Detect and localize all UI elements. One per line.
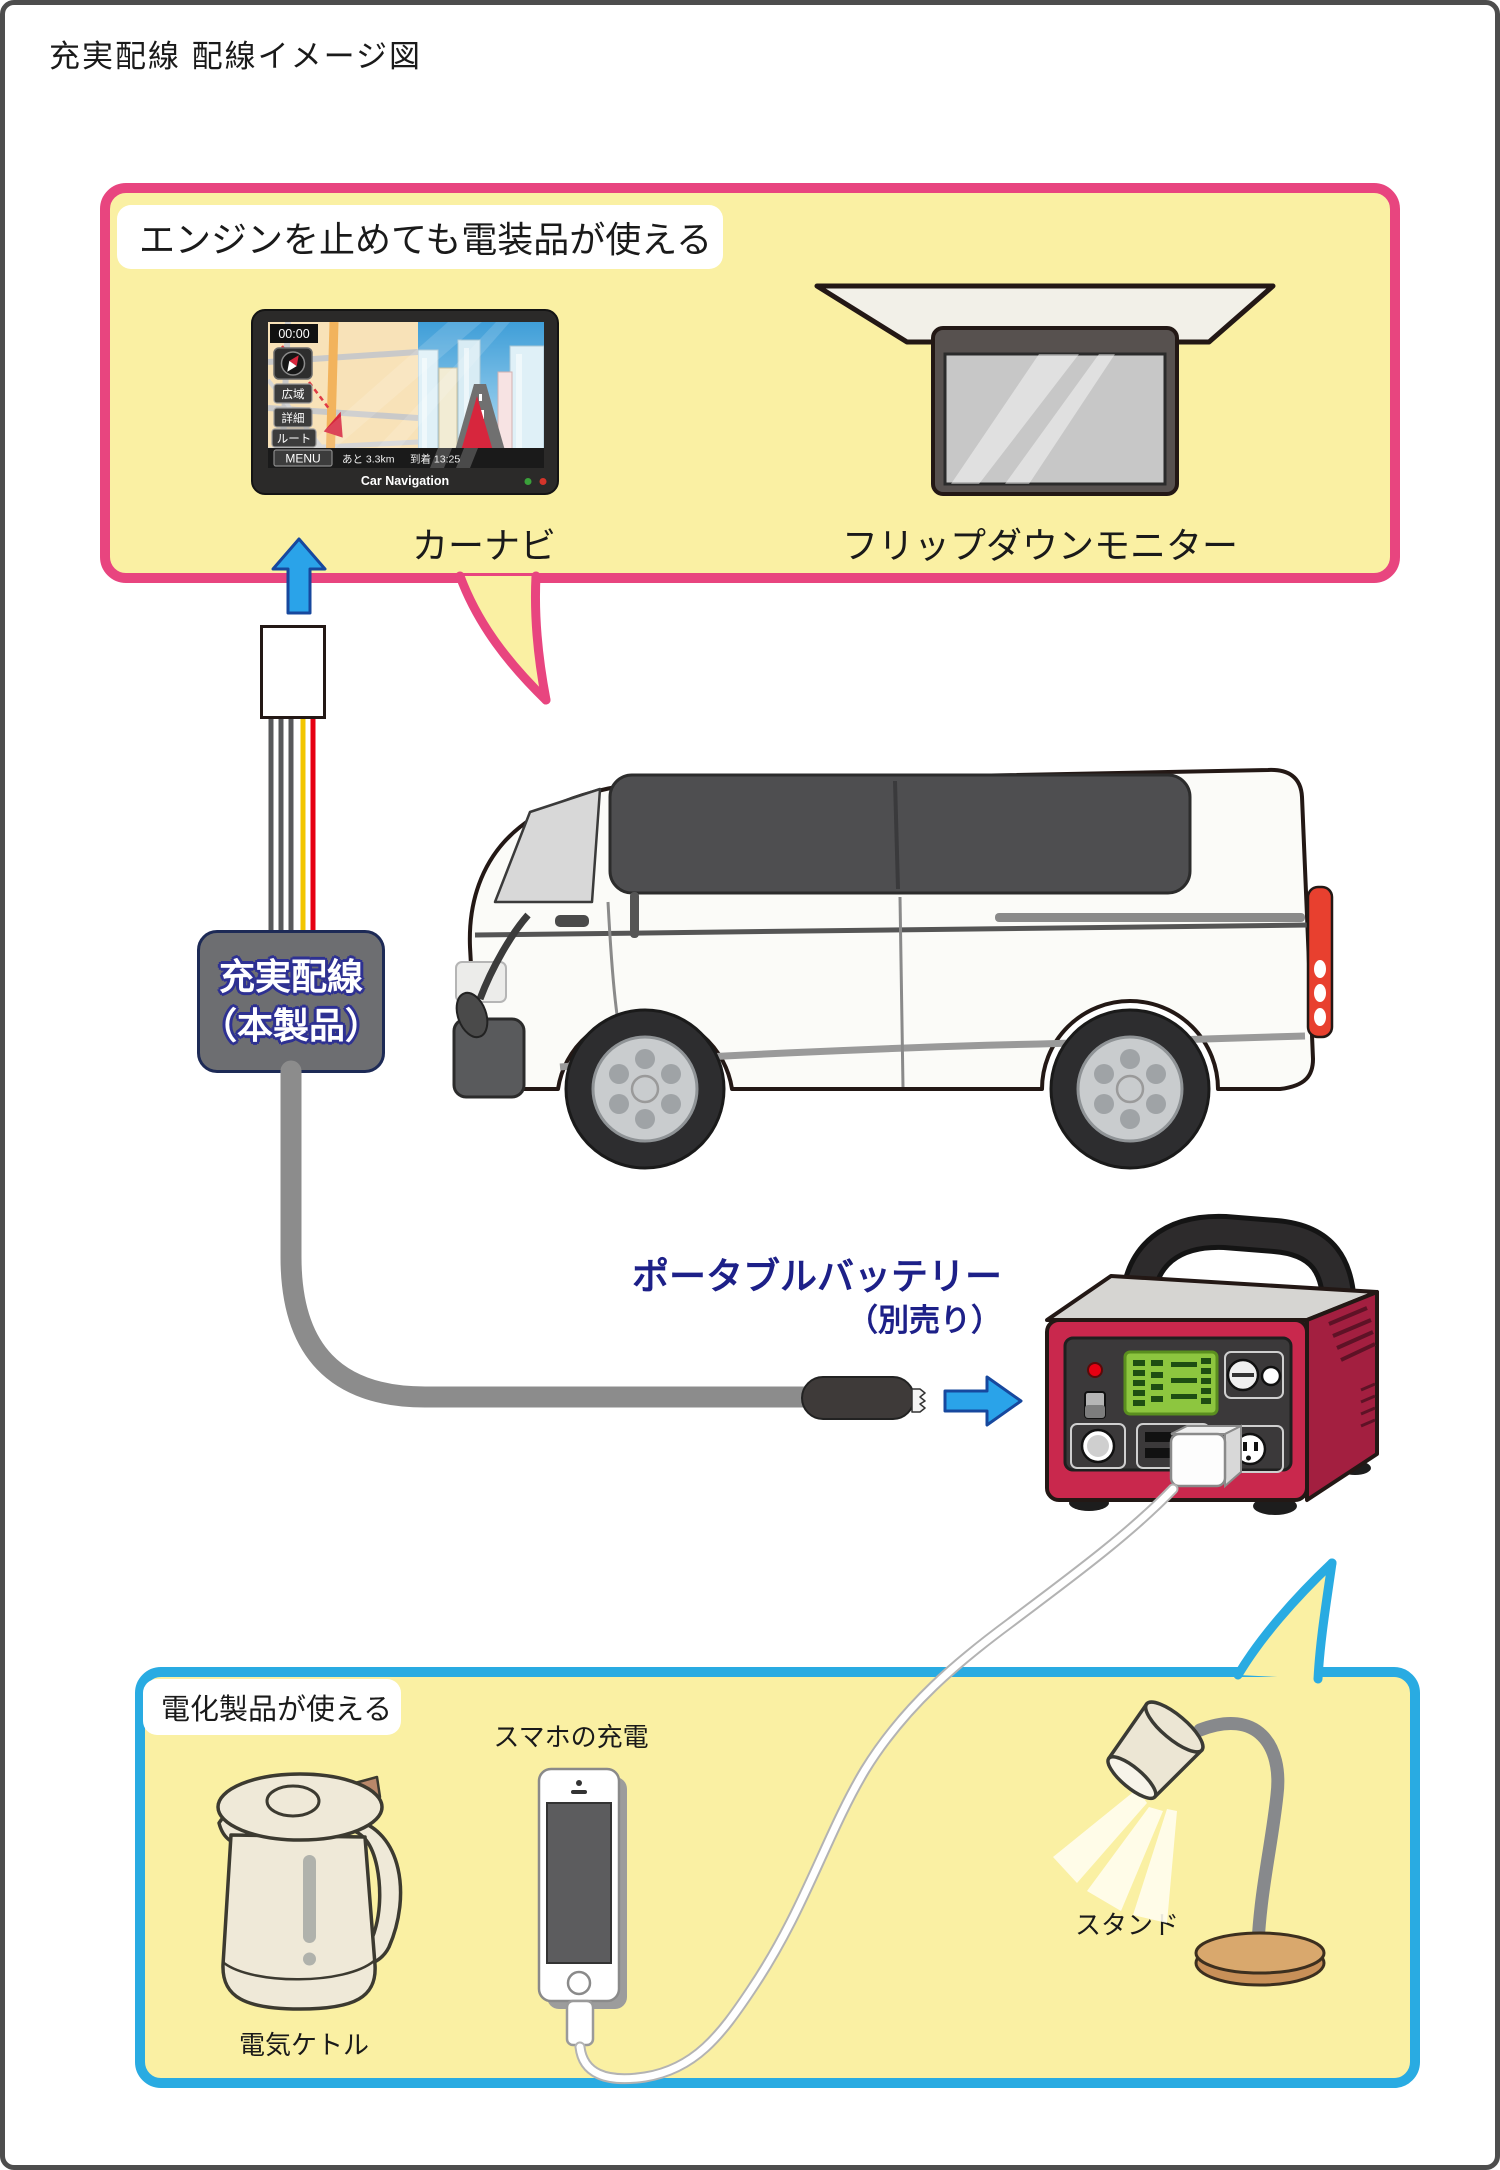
appliances-heading: 電化製品が使える bbox=[143, 1679, 401, 1735]
nav-clock: 00:00 bbox=[278, 327, 309, 341]
desk-lamp-illustration bbox=[1053, 1700, 1326, 1987]
car-nav-label: カーナビ bbox=[411, 525, 556, 566]
route-button[interactable]: ルート bbox=[271, 428, 317, 448]
svg-text:広域: 広域 bbox=[282, 388, 305, 401]
flip-down-monitor-illustration bbox=[814, 283, 1276, 496]
cigarette-plug-icon bbox=[801, 1376, 926, 1420]
battery-caption: ポータブルバッテリー （別売り） bbox=[610, 1253, 1002, 1341]
nav-led-green bbox=[524, 478, 532, 485]
battery-dials[interactable] bbox=[1224, 1351, 1284, 1399]
engine-off-heading-text: エンジンを止めても電装品が使える bbox=[139, 219, 713, 260]
usb-charger bbox=[1169, 1424, 1242, 1489]
page-title: 充実配線 配線イメージ図 bbox=[49, 39, 422, 74]
van-door-handle bbox=[555, 915, 589, 927]
nav-remaining: あと 3.3km bbox=[342, 454, 395, 466]
nav-clock-box bbox=[270, 324, 318, 343]
van-rear-wheel bbox=[1049, 1008, 1211, 1170]
nav-led-red bbox=[539, 478, 547, 485]
car-navigation-illustration: 00:00 広域 詳細 ルート MENU あと 3.3km bbox=[251, 309, 559, 495]
portable-battery-illustration bbox=[1045, 1213, 1379, 1515]
battery-led bbox=[1087, 1362, 1103, 1378]
kettle-body bbox=[221, 1833, 377, 2011]
kettle-illustration bbox=[216, 1772, 403, 2011]
power-cable bbox=[280, 1060, 826, 1408]
lamp-arm bbox=[1193, 1717, 1285, 1950]
appliances-heading-text: 電化製品が使える bbox=[161, 1694, 393, 1726]
van-side-window bbox=[608, 773, 1192, 895]
van-front-bumper bbox=[452, 1017, 526, 1099]
product-note: （本製品） bbox=[200, 1004, 381, 1046]
battery-socket[interactable] bbox=[1070, 1423, 1126, 1469]
lamp-head bbox=[1106, 1700, 1205, 1801]
van-windshield bbox=[493, 787, 602, 904]
flip-monitor-label: フリップダウンモニター bbox=[841, 525, 1238, 566]
phone-charging-plug bbox=[565, 1999, 595, 2047]
menu-button[interactable]: MENU bbox=[273, 449, 333, 467]
smartphone-illustration bbox=[537, 1767, 627, 2047]
up-arrow-icon bbox=[271, 537, 327, 615]
battery-caption-line1: ポータブルバッテリー bbox=[632, 1256, 1002, 1297]
compass-icon[interactable] bbox=[273, 347, 313, 380]
engine-off-heading: エンジンを止めても電装品が使える bbox=[117, 205, 723, 269]
van-side-mirror bbox=[455, 912, 531, 1039]
right-arrow-icon bbox=[943, 1375, 1023, 1427]
lamp-light-rays bbox=[1053, 1789, 1177, 1923]
svg-text:MENU: MENU bbox=[285, 452, 320, 466]
van-illustration bbox=[452, 767, 1334, 1170]
van-sliding-door-seam bbox=[898, 896, 905, 1088]
wiring-connector bbox=[260, 625, 326, 719]
svg-text:ルート: ルート bbox=[277, 434, 312, 446]
lamp-base bbox=[1194, 1931, 1326, 1987]
monitor-screen bbox=[943, 352, 1167, 486]
pink-speech-tail bbox=[455, 571, 551, 705]
wire-harness bbox=[268, 717, 316, 932]
smartphone-label: スマホの充電 bbox=[493, 1722, 649, 1752]
detail-button[interactable]: 詳細 bbox=[273, 407, 313, 428]
blue-speech-tail bbox=[1233, 1558, 1337, 1684]
svg-text:詳細: 詳細 bbox=[282, 411, 305, 425]
van-front-wheel bbox=[564, 1008, 726, 1170]
battery-caption-line2: （別売り） bbox=[847, 1303, 1002, 1339]
battery-lcd bbox=[1123, 1350, 1219, 1416]
nav-screen-glare bbox=[282, 322, 510, 468]
nav-brand: Car Navigation bbox=[361, 474, 449, 488]
wide-button[interactable]: 広域 bbox=[273, 383, 313, 404]
product-name: 充実配線 bbox=[218, 955, 363, 997]
nav-city-view bbox=[418, 322, 544, 468]
nav-arrival: 到着 13:25 bbox=[410, 453, 460, 466]
phone-screen bbox=[546, 1802, 612, 1964]
kettle-label: 電気ケトル bbox=[238, 2030, 369, 2060]
phone-home-button[interactable] bbox=[566, 1970, 592, 1996]
product-label-box: 充実配線 （本製品） bbox=[197, 930, 385, 1073]
van-sliding-handle bbox=[630, 892, 639, 938]
